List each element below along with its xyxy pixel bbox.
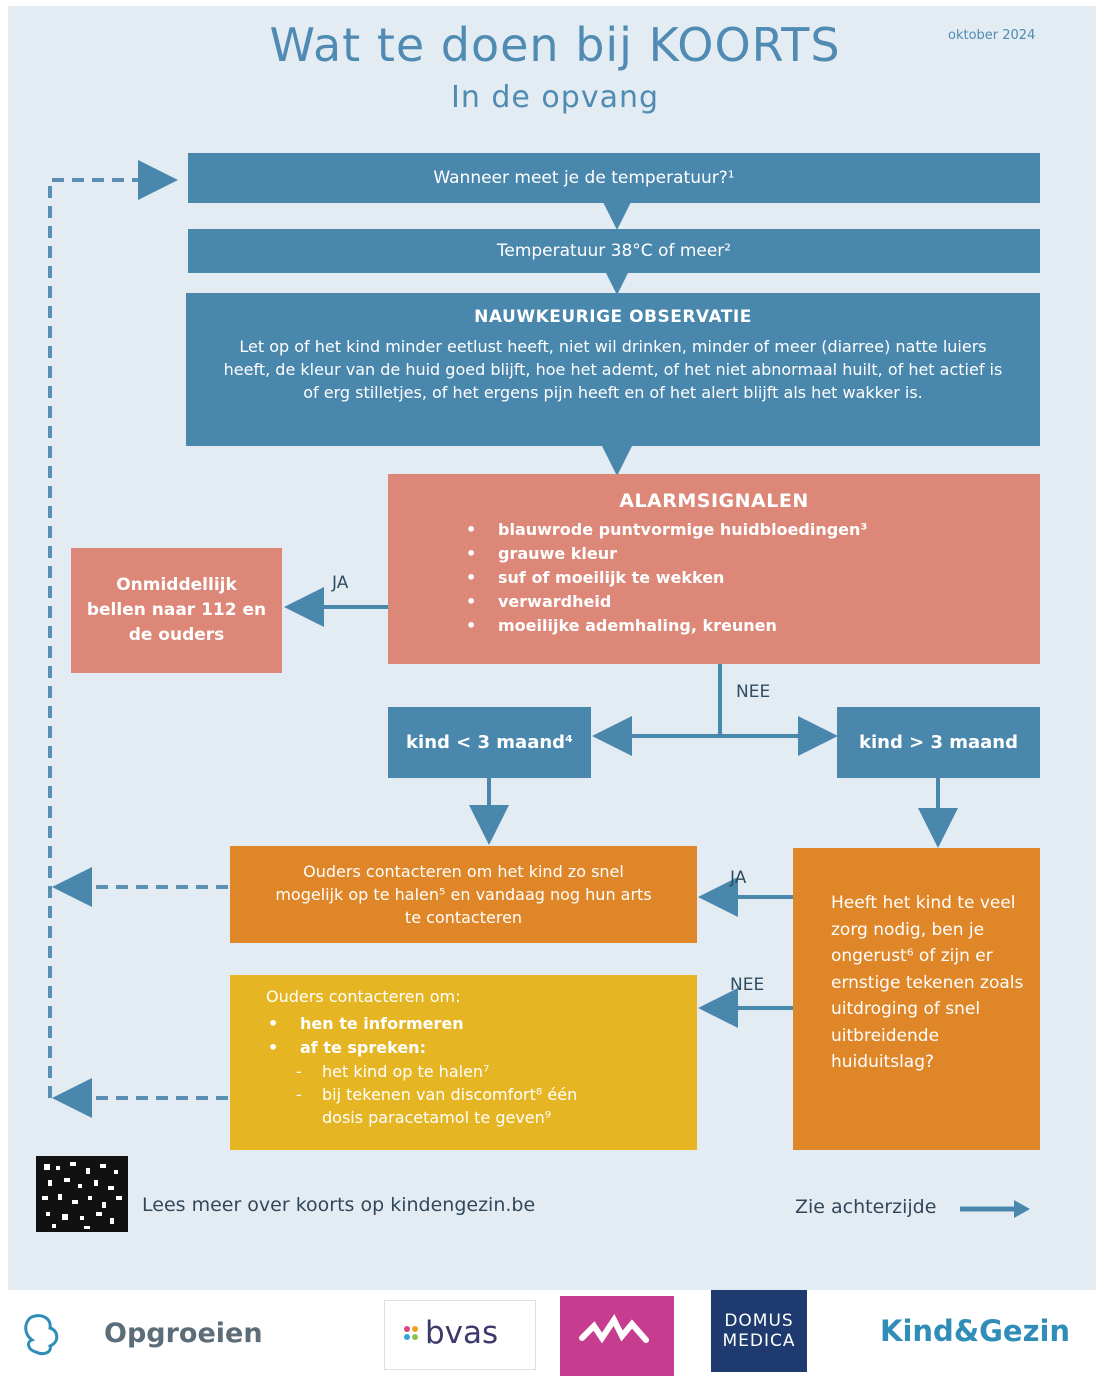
logo-bvas: bvas <box>384 1300 536 1370</box>
logo-domus-medica: DOMUS MEDICA <box>711 1290 807 1372</box>
emergency-box: Onmiddellijk bellen naar 112 en de ouder… <box>71 548 282 673</box>
label-ja-question: JA <box>730 868 747 888</box>
age-older-text: kind > 3 maand <box>859 732 1018 753</box>
alarm-signals-box: ALARMSIGNALEN blauwrode puntvormige huid… <box>388 474 1040 664</box>
page-title: Wat te doen bij KOORTS <box>269 18 841 72</box>
opgroeien-lion-icon <box>24 1314 59 1356</box>
solid-arrows <box>284 190 958 1028</box>
logo-kind-en-gezin: Kind&Gezin <box>880 1314 1071 1348</box>
temperature-step: Temperatuur 38°C of meer² <box>188 229 1040 273</box>
age-young-box: kind < 3 maand⁴ <box>388 707 591 778</box>
pickup-fast-text: Ouders contacteren om het kind zo snel m… <box>275 862 652 927</box>
arrow-right-icon <box>960 1200 1030 1218</box>
bvas-text: bvas <box>425 1315 499 1351</box>
inform-box: Ouders contacteren om: hen te informeren… <box>230 975 697 1150</box>
measure-text: Wanneer meet je de temperatuur?¹ <box>433 168 735 188</box>
pickup-fast-box: Ouders contacteren om het kind zo snel m… <box>230 846 697 943</box>
emergency-text: Onmiddellijk bellen naar 112 en de ouder… <box>86 575 267 645</box>
logo-strip <box>0 1290 1099 1376</box>
age-older-box: kind > 3 maand <box>837 707 1040 778</box>
alarm-item: verwardheid <box>464 590 1010 614</box>
alarm-heading: ALARMSIGNALEN <box>619 490 809 512</box>
vwvj-mark-icon <box>579 1314 649 1344</box>
inform-heading: Ouders contacteren om: <box>266 987 461 1006</box>
alarm-item: blauwrode puntvormige huidbloedingen³ <box>464 518 1010 542</box>
domus-line2: MEDICA <box>722 1331 796 1351</box>
inform-item: hen te informeren <box>266 1012 677 1036</box>
logo-opgroeien: Opgroeien <box>104 1318 263 1349</box>
observation-heading: NAUWKEURIGE OBSERVATIE <box>474 307 752 327</box>
inform-list: hen te informeren af te spreken: <box>266 1012 677 1060</box>
question-box: Heeft het kind te veel zorg nodig, ben j… <box>793 848 1040 1150</box>
dashed-return-loop <box>48 160 228 1118</box>
observation-body: Let op of het kind minder eetlust heeft,… <box>223 337 1003 402</box>
back-side-text: Zie achterzijde <box>795 1196 937 1218</box>
temperature-text: Temperatuur 38°C of meer² <box>496 241 732 261</box>
bvas-dots-icon <box>404 1326 418 1340</box>
label-nee-alarm: NEE <box>736 682 771 702</box>
alarm-item: grauwe kleur <box>464 542 1010 566</box>
measure-step: Wanneer meet je de temperatuur?¹ <box>188 153 1040 203</box>
logo-vwvj <box>560 1296 674 1376</box>
domus-line1: DOMUS <box>724 1311 794 1331</box>
alarm-item: suf of moeilijk te wekken <box>464 566 1010 590</box>
alarm-item: moeilijke ademhaling, kreunen <box>464 614 1010 638</box>
inform-subitem: bij tekenen van discomfort⁸ één dosis pa… <box>266 1083 622 1129</box>
alarm-list: blauwrode puntvormige huidbloedingen³ gr… <box>464 518 1010 638</box>
more-info-text: Lees meer over koorts op kindengezin.be <box>142 1194 536 1216</box>
label-nee-question: NEE <box>730 975 765 995</box>
age-young-text: kind < 3 maand⁴ <box>406 732 573 753</box>
inform-subitem: het kind op te halen⁷ <box>266 1060 677 1083</box>
label-ja-alarm: JA <box>332 573 349 593</box>
inform-item: af te spreken: <box>266 1036 677 1060</box>
observation-step: NAUWKEURIGE OBSERVATIE Let op of het kin… <box>186 293 1040 446</box>
question-text: Heeft het kind te veel zorg nodig, ben j… <box>831 893 1024 1072</box>
qr-code <box>36 1156 128 1232</box>
page-subtitle: In de opvang <box>450 80 660 115</box>
publication-date: oktober 2024 <box>948 28 1036 43</box>
